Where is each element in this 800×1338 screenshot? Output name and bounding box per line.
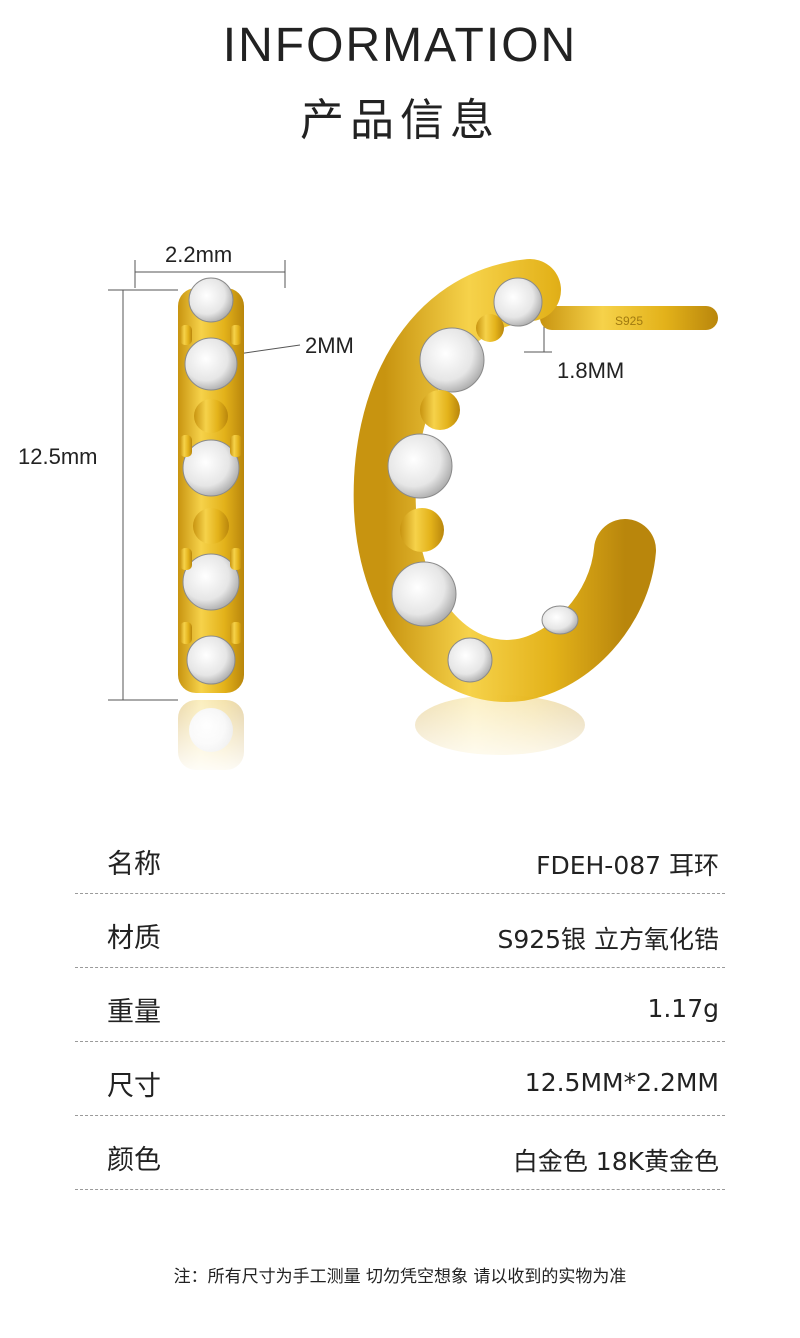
spec-label: 材质 — [107, 923, 161, 954]
spec-label: 尺寸 — [107, 1071, 161, 1102]
spec-row-size: 尺寸 12.5MM*2.2MM — [75, 1042, 725, 1116]
spec-row-material: 材质 S925银 立方氧化锆 — [75, 894, 725, 968]
spec-value: 1.17g — [647, 994, 719, 1023]
product-image: S925 — [0, 230, 800, 790]
spec-table: 名称 FDEH-087 耳环 材质 S925银 立方氧化锆 重量 1.17g 尺… — [75, 820, 725, 1190]
spec-label: 重量 — [107, 997, 161, 1028]
spec-row-color: 颜色 白金色 18K黄金色 — [75, 1116, 725, 1190]
width-label: 2.2mm — [165, 242, 233, 267]
front-view-earring — [170, 277, 252, 780]
spec-value: S925银 立方氧化锆 — [497, 925, 719, 954]
stone-size-label: 2MM — [305, 333, 354, 358]
post-stamp-text: S925 — [615, 314, 643, 328]
spec-label: 名称 — [107, 849, 161, 880]
spec-row-weight: 重量 1.17g — [75, 968, 725, 1042]
spec-value: 12.5MM*2.2MM — [524, 1068, 719, 1097]
page-title-en: INFORMATION — [222, 19, 578, 72]
spec-row-name: 名称 FDEH-087 耳环 — [75, 820, 725, 894]
spec-value: 白金色 18K黄金色 — [512, 1147, 719, 1176]
spec-value: FDEH-087 耳环 — [536, 851, 719, 880]
measurement-note: 注：所有尺寸为手工测量 切勿凭空想象 请以收到的实物为准 — [173, 1267, 627, 1287]
spec-label: 颜色 — [107, 1145, 161, 1176]
height-label: 12.5mm — [18, 444, 98, 469]
page-title-cn: 产品信息 — [300, 95, 500, 146]
post-size-label: 1.8MM — [557, 358, 625, 383]
earring-illustration: S925 — [108, 259, 718, 780]
side-view-earring: S925 — [353, 259, 718, 780]
